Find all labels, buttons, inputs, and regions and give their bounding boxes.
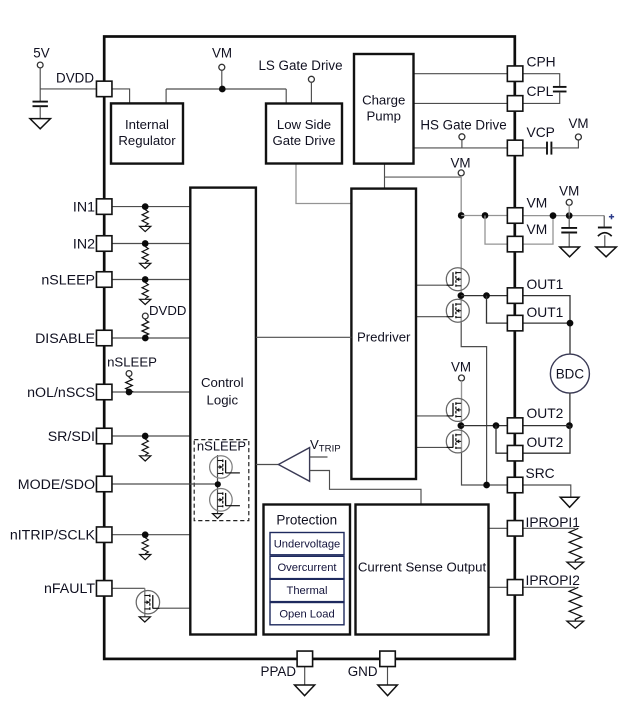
svg-text:VM: VM <box>212 46 232 61</box>
svg-text:Thermal: Thermal <box>286 585 327 597</box>
svg-text:BDC: BDC <box>556 366 585 381</box>
svg-text:Internal: Internal <box>125 117 169 132</box>
svg-text:Regulator: Regulator <box>118 133 176 148</box>
svg-text:CPL: CPL <box>527 84 554 99</box>
svg-text:nOL/nSCS: nOL/nSCS <box>27 385 95 401</box>
svg-text:nSLEEP: nSLEEP <box>41 272 95 288</box>
svg-text:nITRIP/SCLK: nITRIP/SCLK <box>10 528 96 544</box>
svg-text:GND: GND <box>348 664 378 679</box>
svg-text:OUT1: OUT1 <box>527 305 564 320</box>
svg-text:DVDD: DVDD <box>56 70 94 85</box>
svg-text:OUT1: OUT1 <box>527 277 564 292</box>
svg-text:DISABLE: DISABLE <box>35 331 95 347</box>
svg-text:Protection: Protection <box>276 512 337 527</box>
svg-text:Open Load: Open Load <box>279 609 334 621</box>
svg-text:OUT2: OUT2 <box>527 435 564 450</box>
svg-text:5V: 5V <box>33 46 49 61</box>
svg-text:Gate Drive: Gate Drive <box>272 133 335 148</box>
svg-text:SRC: SRC <box>526 466 555 481</box>
svg-text:VM: VM <box>527 196 548 211</box>
svg-text:VM: VM <box>559 184 579 199</box>
svg-text:IN2: IN2 <box>73 236 95 252</box>
svg-text:VM: VM <box>450 156 470 171</box>
svg-text:OUT2: OUT2 <box>527 406 564 421</box>
svg-text:Undervoltage: Undervoltage <box>274 539 341 551</box>
svg-text:Pump: Pump <box>366 109 400 124</box>
svg-text:HS Gate Drive: HS Gate Drive <box>420 117 506 132</box>
svg-text:LS Gate Drive: LS Gate Drive <box>258 58 342 73</box>
svg-text:nSLEEP: nSLEEP <box>197 439 246 454</box>
svg-text:Predriver: Predriver <box>357 330 411 345</box>
svg-text:VM: VM <box>568 116 588 131</box>
svg-text:IN1: IN1 <box>73 200 95 216</box>
svg-text:Charge: Charge <box>362 93 405 108</box>
svg-text:VCP: VCP <box>527 125 555 140</box>
svg-text:IPROPI2: IPROPI2 <box>526 573 580 588</box>
svg-text:SR/SDI: SR/SDI <box>48 429 95 445</box>
svg-text:CPH: CPH <box>527 55 556 70</box>
svg-text:MODE/SDO: MODE/SDO <box>18 477 95 493</box>
svg-text:VM: VM <box>527 222 548 237</box>
svg-text:VM: VM <box>451 360 471 375</box>
svg-text:Low Side: Low Side <box>277 117 331 132</box>
svg-text:Overcurrent: Overcurrent <box>277 562 337 574</box>
svg-text:PPAD: PPAD <box>261 664 297 679</box>
svg-text:Logic: Logic <box>207 393 239 408</box>
svg-text:Control: Control <box>201 375 244 390</box>
svg-text:nSLEEP: nSLEEP <box>107 355 157 370</box>
svg-text:nFAULT: nFAULT <box>44 581 95 597</box>
svg-text:Current Sense Output: Current Sense Output <box>358 560 487 575</box>
svg-text:IPROPI1: IPROPI1 <box>526 515 580 530</box>
svg-text:DVDD: DVDD <box>149 303 186 318</box>
